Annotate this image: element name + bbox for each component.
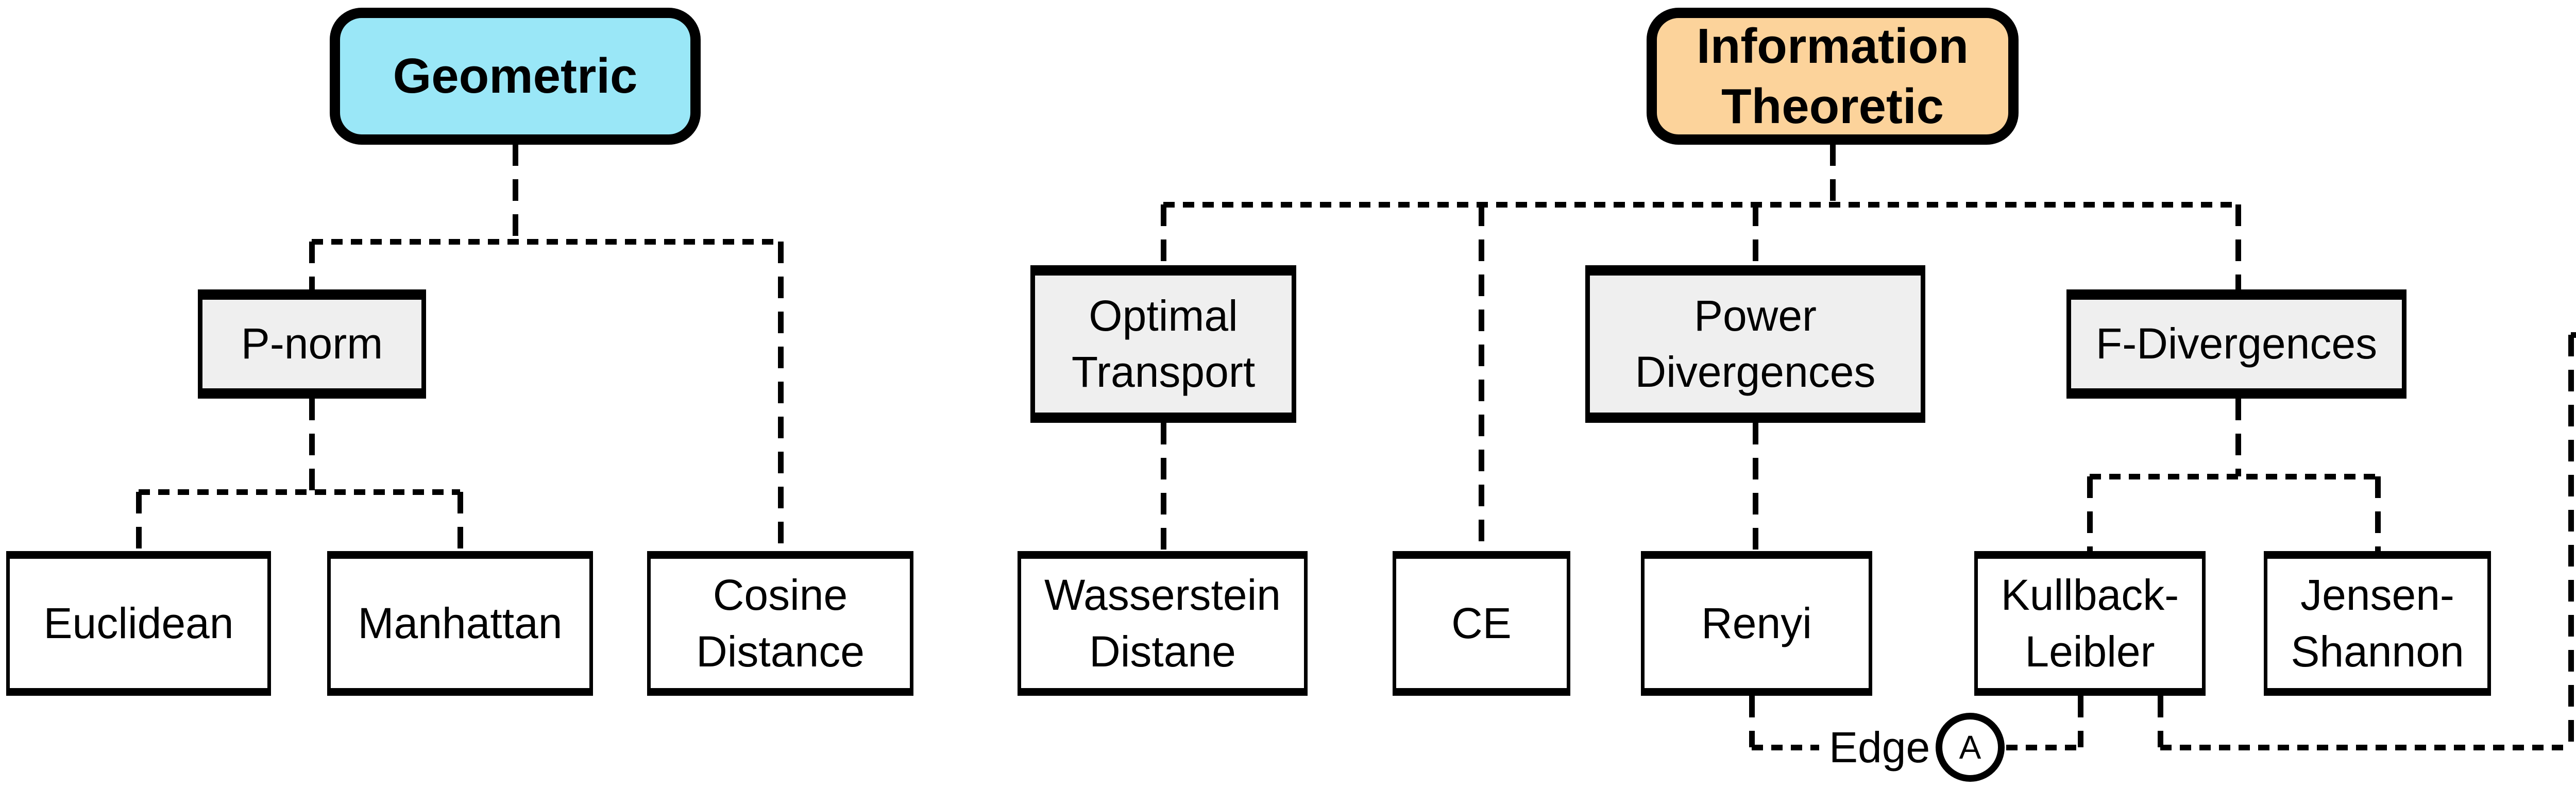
connector-fd-down (2235, 399, 2241, 476)
edge-a-label: Edge (1829, 723, 1930, 771)
connector-ot-riser (1161, 204, 1166, 265)
connector-it-branch (1163, 202, 2238, 208)
connector-edge-b-seg1 (2571, 332, 2576, 338)
node-manhattan: Manhattan (327, 551, 593, 696)
connector-pnorm-down (309, 399, 315, 492)
connector-edge-a-seg1 (1752, 745, 1819, 750)
connector-edge-b-from-kl (2158, 696, 2163, 747)
connector-cosine-riser (778, 242, 784, 551)
node-f-divergences: F-Divergences (2066, 289, 2406, 399)
connector-edge-a-seg2 (2006, 745, 2080, 750)
node-cosine-distance: Cosine Distance (647, 551, 913, 696)
node-ce: CE (1393, 551, 1570, 696)
connector-edge-a-to-kl (2078, 696, 2083, 747)
connector-js-riser (2375, 476, 2381, 551)
connector-ce-riser (1479, 204, 1484, 551)
connector-it-stub (1830, 144, 1836, 204)
connector-pnorm-children-branch (139, 489, 460, 495)
connector-edge-b-bottom (2160, 745, 2571, 750)
connector-geometric-stub (513, 144, 518, 242)
connector-renyi-riser (1753, 423, 1758, 551)
node-geometric: Geometric (330, 8, 701, 145)
node-optimal-transport: Optimal Transport (1030, 265, 1296, 423)
connector-kl-riser (2087, 476, 2093, 551)
node-information-theoretic: Information Theoretic (1647, 8, 2019, 145)
node-wasserstein: Wasserstein Distane (1018, 551, 1308, 696)
connector-fd-riser (2235, 204, 2241, 289)
edge-a-badge: A (1936, 713, 2005, 782)
node-kullback-leibler: Kullback- Leibler (1974, 551, 2206, 696)
connector-euclidean-riser (136, 492, 142, 551)
node-jensen-shannon: Jensen- Shannon (2264, 551, 2491, 696)
connector-wasserstein-riser (1161, 423, 1166, 551)
connector-fd-children-branch (2090, 474, 2378, 479)
connector-edge-a-from-renyi (1749, 696, 1755, 747)
connector-edge-b-riser (2568, 335, 2574, 747)
node-p-norm: P-norm (198, 289, 426, 399)
connector-pd-riser (1753, 204, 1758, 265)
connector-pnorm-riser (309, 242, 315, 289)
node-euclidean: Euclidean (6, 551, 271, 696)
node-power-divergences: Power Divergences (1585, 265, 1925, 423)
connector-geometric-branch (312, 239, 781, 245)
connector-manhattan-riser (457, 492, 463, 551)
node-renyi: Renyi (1641, 551, 1872, 696)
